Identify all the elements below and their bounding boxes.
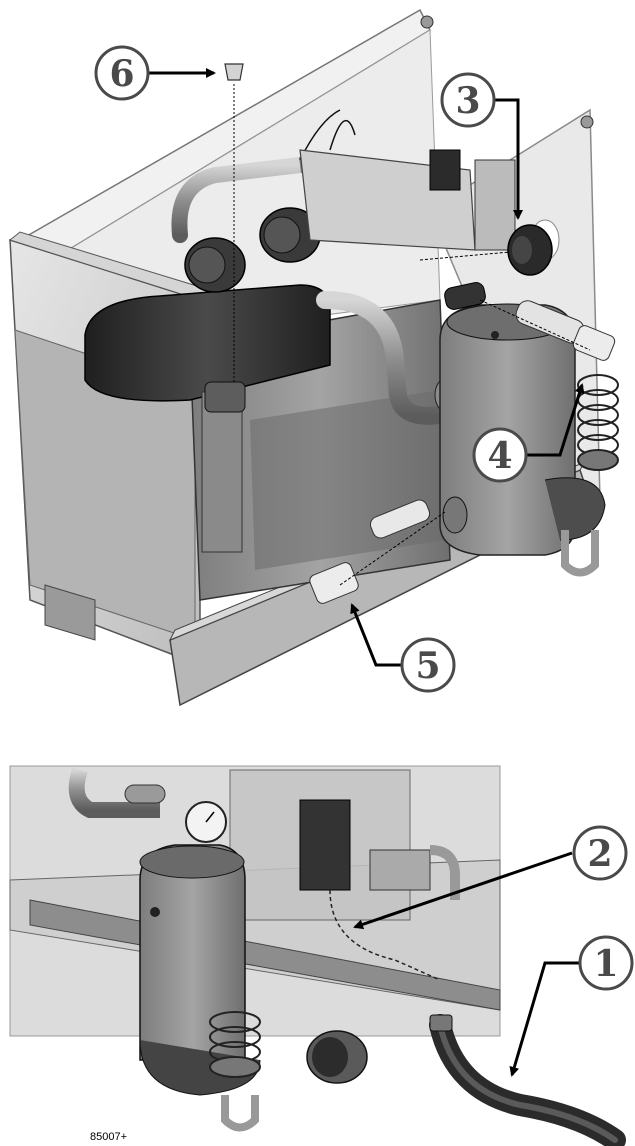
callout-c3: 3 — [440, 72, 496, 128]
pipe-loop — [171, 157, 308, 243]
gas-supply-hose-highlight — [437, 1022, 618, 1143]
side-tank-base — [139, 1039, 261, 1096]
leader-arrow-5 — [350, 603, 405, 667]
cabinet-legs — [44, 584, 96, 641]
callout-circle — [94, 45, 150, 101]
pipe-stub — [124, 784, 166, 804]
drain-plug — [491, 331, 499, 339]
callout-label: 4 — [487, 435, 512, 477]
callout-label: 2 — [587, 833, 612, 875]
control-module — [429, 149, 461, 191]
callout-c6: 6 — [94, 45, 150, 101]
pressure-gauge-face — [512, 236, 532, 264]
side-tank-top — [139, 845, 245, 879]
callout-label: 6 — [109, 53, 134, 95]
valve-explode-line — [479, 299, 591, 351]
callout-circle — [400, 637, 456, 693]
leader-arrow-3 — [495, 98, 523, 220]
sight-glass — [201, 391, 243, 553]
pipe-loop — [68, 767, 160, 818]
vent-cap — [224, 63, 244, 81]
callout-circle — [440, 72, 496, 128]
pump-motor-face — [263, 216, 301, 254]
gauge-fitting — [444, 282, 486, 310]
top-assembly-view — [8, 8, 619, 707]
callout-c4: 4 — [472, 427, 528, 483]
gauge-needle — [205, 811, 215, 823]
panel-bolt — [420, 15, 434, 29]
drain-explode-line — [339, 511, 446, 586]
bottom-assembly-view — [9, 765, 626, 1146]
callout-label: 5 — [415, 645, 440, 687]
leader-arrow-2 — [353, 851, 573, 930]
callout-badges: 1 2 3 4 5 6 — [94, 45, 634, 991]
panel-bolt — [580, 115, 594, 129]
u-bend — [561, 530, 599, 577]
drain-flange — [442, 496, 468, 534]
drain-valve-body — [369, 499, 431, 539]
hose-fitting — [429, 1014, 453, 1032]
figure-id: 85007+ — [90, 1131, 127, 1143]
pump-motor-face — [188, 246, 226, 284]
drain-plug — [150, 907, 160, 917]
leader-arrow-4 — [525, 383, 585, 457]
gauge-explode-line — [419, 251, 511, 261]
vent-fitting — [204, 381, 246, 413]
callout-label: 1 — [593, 943, 618, 985]
callout-c2: 2 — [572, 825, 628, 881]
callout-circle — [572, 825, 628, 881]
u-bend — [221, 1095, 259, 1132]
relief-valve-handle — [572, 325, 616, 361]
callout-c5: 5 — [400, 637, 456, 693]
flue-collar — [209, 1011, 261, 1078]
vent-collar-opening — [312, 1037, 348, 1077]
supply-pipe — [316, 291, 449, 425]
gas-valve — [369, 849, 431, 891]
flex-conduit — [329, 889, 441, 981]
callout-circle — [578, 935, 634, 991]
flue-collar — [577, 374, 619, 471]
control-module — [299, 799, 351, 891]
valve-block — [474, 159, 516, 251]
pipe-loop — [429, 845, 460, 900]
side-tank-base — [544, 477, 606, 541]
callout-c1: 1 — [578, 935, 634, 991]
leader-arrow-1 — [509, 961, 583, 1077]
callout-label: 3 — [455, 80, 480, 122]
callout-circle — [472, 427, 528, 483]
